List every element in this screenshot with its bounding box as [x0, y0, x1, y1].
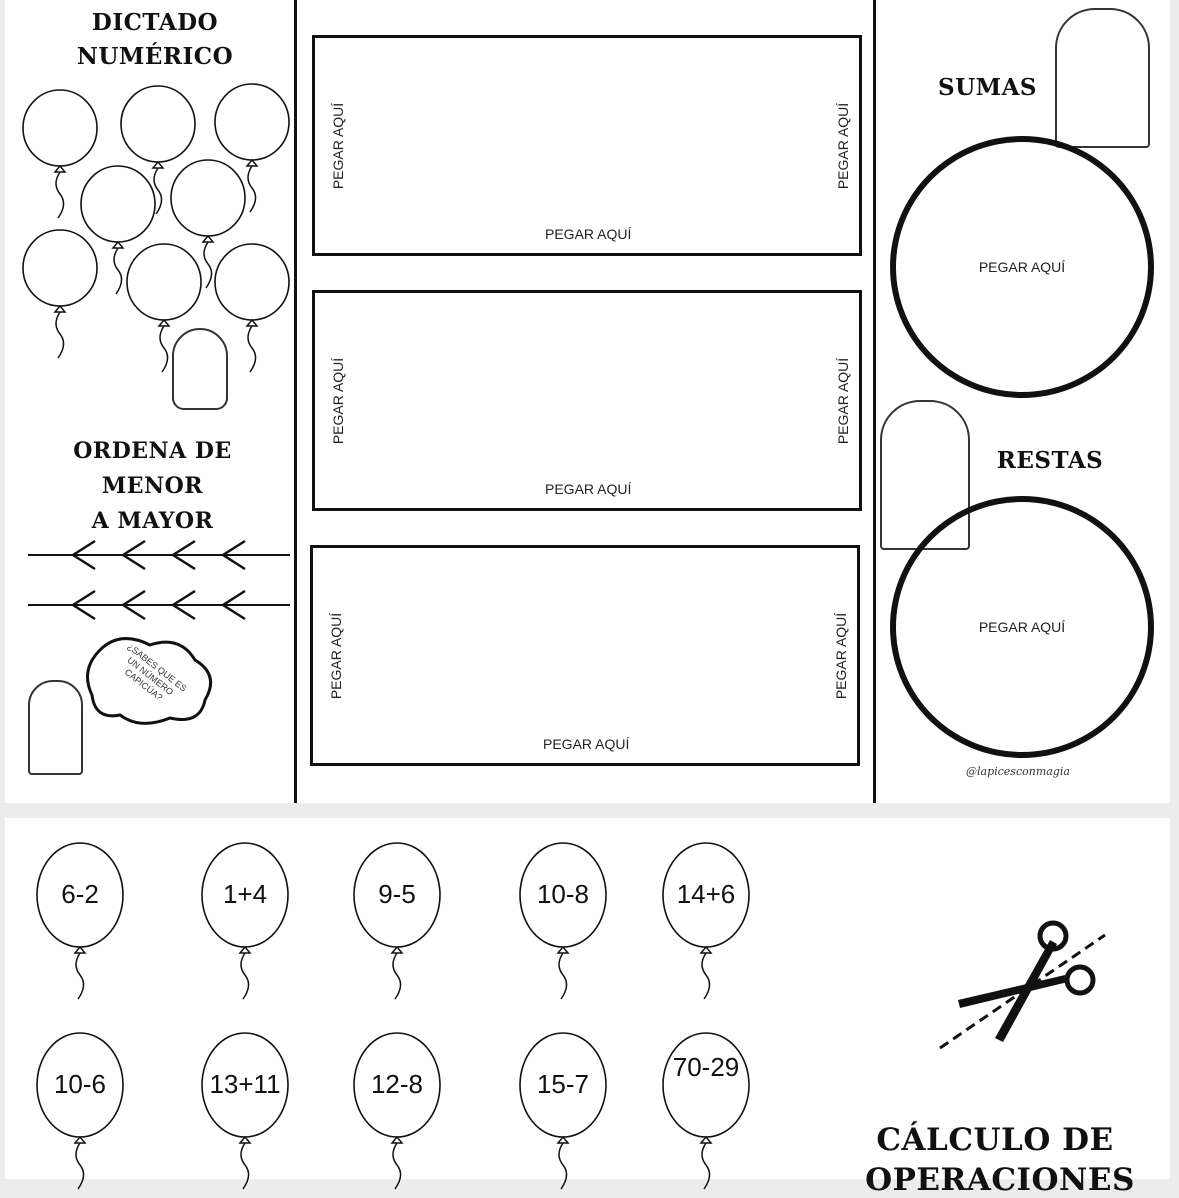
sumas-paste-circle: PEGAR AQUÍ — [890, 136, 1154, 398]
balloon — [353, 1032, 441, 1190]
paste-label: PEGAR AQUÍ — [545, 226, 632, 242]
balloon-operation: 9-5 — [378, 879, 416, 909]
order-title: ORDENA DE MENOR A MAYOR — [20, 434, 285, 539]
balloon — [36, 1032, 124, 1190]
order-arrows — [28, 539, 290, 621]
paste-label: PEGAR AQUÍ — [835, 102, 852, 190]
dictado-title: DICTADO NUMÉRICO — [60, 6, 250, 74]
balloon-operation: 13+11 — [209, 1069, 281, 1099]
balloon-operation: 10-8 — [536, 879, 590, 909]
paste-label: PEGAR AQUÍ — [833, 612, 850, 700]
title-line: ORDENA DE MENOR — [73, 438, 232, 499]
restas-title: RESTAS — [996, 447, 1104, 474]
operaciones-title: OPERACIONES — [865, 1162, 1135, 1198]
paste-rectangle: PEGAR AQUÍ PEGAR AQUÍ PEGAR AQUÍ — [312, 35, 862, 256]
sumas-title: SUMAS — [937, 74, 1038, 101]
balloon-operation: 1+4 — [222, 879, 268, 909]
title-line: DICTADO — [91, 9, 219, 36]
balloon — [214, 83, 290, 213]
scissors-icon — [939, 920, 1106, 1050]
kid-illustration — [1055, 8, 1150, 148]
balloon — [201, 842, 289, 1000]
balloon — [662, 1032, 750, 1190]
balloon — [22, 229, 98, 359]
balloon — [170, 159, 246, 289]
balloon-operation: 10-6 — [53, 1069, 107, 1099]
paste-rectangle: PEGAR AQUÍ PEGAR AQUÍ PEGAR AQUÍ — [310, 545, 860, 766]
paste-label: PEGAR AQUÍ — [543, 736, 630, 752]
boy-illustration — [28, 680, 83, 775]
balloon — [80, 165, 156, 295]
paste-label: PEGAR AQUÍ — [978, 259, 1066, 275]
balloon-operation: 14+6 — [676, 879, 736, 909]
calculo-title: CÁLCULO DE — [876, 1122, 1114, 1158]
balloon-operation: 12-8 — [370, 1069, 424, 1099]
astronaut-illustration — [172, 328, 228, 410]
balloon — [22, 89, 98, 219]
balloon-operation: 70-29 — [672, 1052, 740, 1082]
balloon — [214, 243, 290, 373]
balloon — [353, 842, 441, 1000]
balloon — [519, 1032, 607, 1190]
divider — [873, 0, 876, 803]
paste-label: PEGAR AQUÍ — [835, 357, 852, 445]
paste-rectangle: PEGAR AQUÍ PEGAR AQUÍ PEGAR AQUÍ — [312, 290, 862, 511]
watermark: @lapicesconmagia — [966, 765, 1070, 778]
operation-balloons — [36, 842, 750, 1190]
balloon — [519, 842, 607, 1000]
balloons-illustration — [22, 83, 290, 373]
balloon — [36, 842, 124, 1000]
balloon — [120, 85, 196, 215]
balloon — [201, 1032, 289, 1190]
balloon — [662, 842, 750, 1000]
speech-bubble-icon — [86, 637, 213, 725]
paste-label: PEGAR AQUÍ — [978, 619, 1066, 635]
balloon — [126, 243, 202, 373]
balloon-operation: 15-7 — [536, 1069, 590, 1099]
title-line: A MAYOR — [91, 508, 214, 534]
restas-paste-circle: PEGAR AQUÍ — [890, 496, 1154, 758]
paste-label: PEGAR AQUÍ — [545, 481, 632, 497]
divider — [294, 0, 297, 803]
title-line: NUMÉRICO — [76, 43, 234, 70]
balloon-operation: 6-2 — [61, 879, 99, 909]
